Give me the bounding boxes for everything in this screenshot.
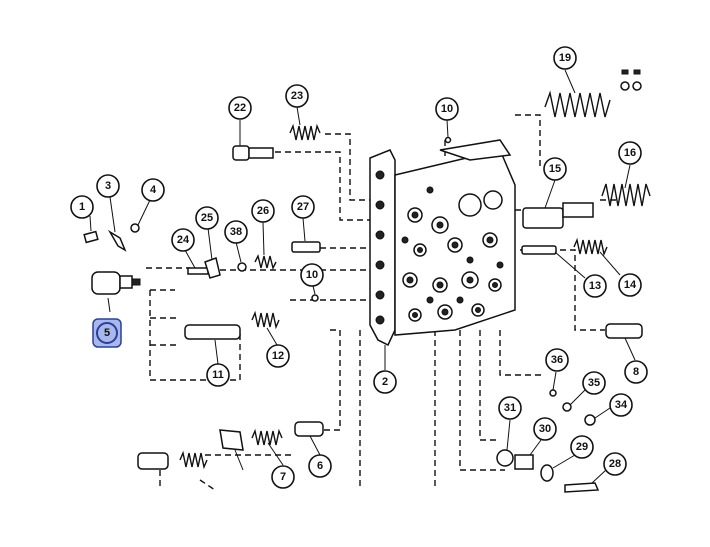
svg-text:23: 23 [291,90,303,102]
svg-text:1: 1 [79,201,85,213]
callout-35: 35 [582,371,606,395]
svg-text:11: 11 [212,369,224,381]
callout-10-mid: 10 [300,263,324,287]
svg-text:29: 29 [576,441,588,453]
leader-lines [89,69,636,484]
svg-text:4: 4 [150,184,157,196]
svg-text:10: 10 [306,269,318,281]
callout-14: 14 [618,273,642,297]
callout-8: 8 [624,360,648,384]
svg-text:15: 15 [549,163,561,175]
svg-text:19: 19 [559,52,571,64]
callout-4: 4 [141,178,165,202]
callout-7: 7 [271,465,295,489]
parts [83,69,651,493]
svg-text:35: 35 [588,377,600,389]
callout-11: 11 [206,363,230,387]
svg-text:12: 12 [272,350,284,362]
svg-text:7: 7 [280,471,286,483]
callout-6: 6 [308,454,332,478]
valve-body [369,139,516,347]
svg-text:13: 13 [589,280,601,292]
callout-19: 19 [553,46,577,70]
callout-5: 5 [92,318,122,348]
callout-36: 36 [545,348,569,372]
callout-16: 16 [618,141,642,165]
svg-text:34: 34 [615,399,628,411]
callout-15: 15 [543,157,567,181]
svg-text:2: 2 [382,376,388,388]
callout-29: 29 [570,435,594,459]
callout-26: 26 [251,199,275,223]
svg-text:22: 22 [234,102,246,114]
callout-28: 28 [603,452,627,476]
callout-1: 2 [373,370,397,394]
svg-text:38: 38 [230,226,242,238]
svg-text:24: 24 [177,234,190,246]
callout-31: 31 [498,396,522,420]
svg-text:31: 31 [504,402,516,414]
callout-10-top: 10 [435,97,459,121]
callout-12: 12 [266,344,290,368]
svg-text:3: 3 [105,180,111,192]
svg-text:10: 10 [441,103,453,115]
callout-25: 25 [195,206,219,230]
svg-text:26: 26 [257,205,269,217]
callout-24: 24 [171,228,195,252]
callout-3: 3 [96,174,120,198]
svg-text:8: 8 [633,366,639,378]
assembly-guide-lines [146,114,620,491]
callout-13: 13 [583,274,607,298]
callout-30: 30 [533,417,557,441]
callout-2: 1 [70,195,94,219]
svg-text:30: 30 [539,423,551,435]
svg-text:5: 5 [104,327,110,339]
svg-text:25: 25 [201,212,213,224]
callout-22: 22 [228,96,252,120]
svg-text:28: 28 [609,458,621,470]
svg-text:36: 36 [551,354,563,366]
svg-text:16: 16 [624,147,636,159]
svg-text:14: 14 [624,279,637,291]
svg-text:6: 6 [317,460,323,472]
callout-38: 38 [224,220,248,244]
callout-34: 34 [609,393,633,417]
callout-27: 27 [291,195,315,219]
callout-23: 23 [285,84,309,108]
svg-text:27: 27 [297,201,309,213]
